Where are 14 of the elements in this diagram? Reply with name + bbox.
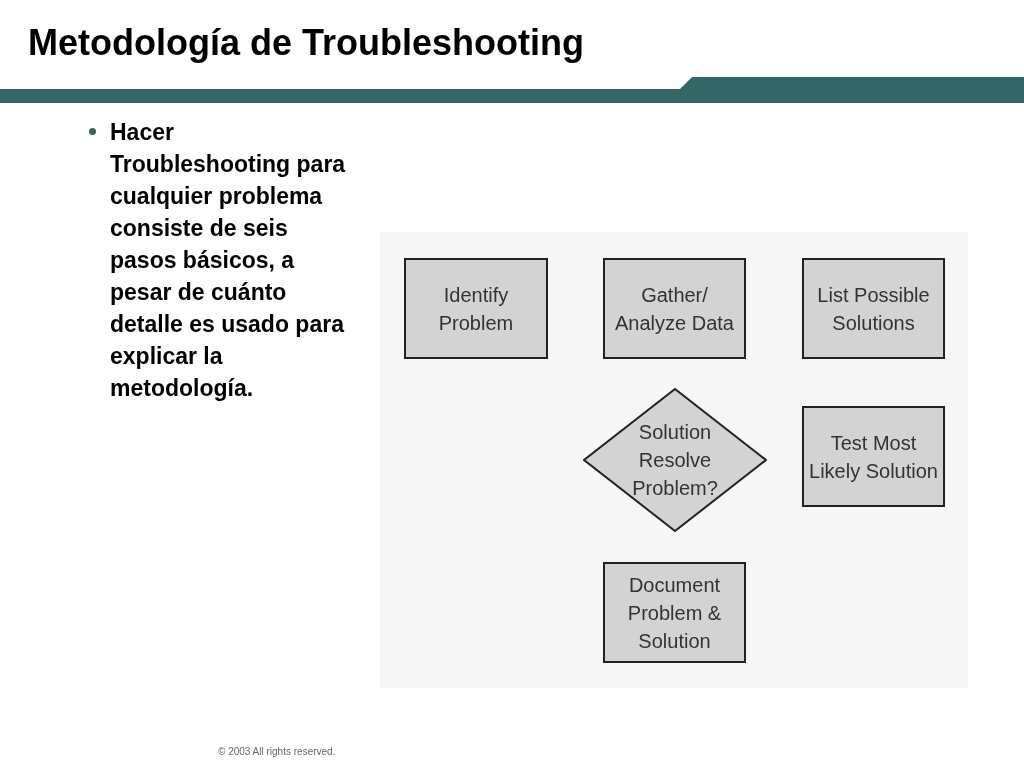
process-box xyxy=(603,258,746,359)
node-label: List Possible Solutions xyxy=(816,282,931,336)
process-box xyxy=(802,406,945,507)
node-label: Test Most Likely Solution xyxy=(808,430,939,484)
process-box xyxy=(603,562,746,663)
node-label: Gather/ Analyze Data xyxy=(614,282,735,336)
process-box xyxy=(802,258,945,359)
process-box xyxy=(404,258,548,359)
node-label: Document Problem & Solution xyxy=(626,572,723,654)
node-label: Solution Resolve Problem? xyxy=(631,420,719,501)
node-label: Identify Problem xyxy=(437,282,515,336)
bullet-text: Hacer Troubleshooting para cualquier problema consiste de seis pasos básicos, a pesar de cuánto detalle es usado para explicar la metodología. xyxy=(110,118,347,403)
slide-title: Metodología de Troubleshooting xyxy=(28,22,584,64)
copyright-note: © 2003 All rights reserved. xyxy=(218,746,337,758)
